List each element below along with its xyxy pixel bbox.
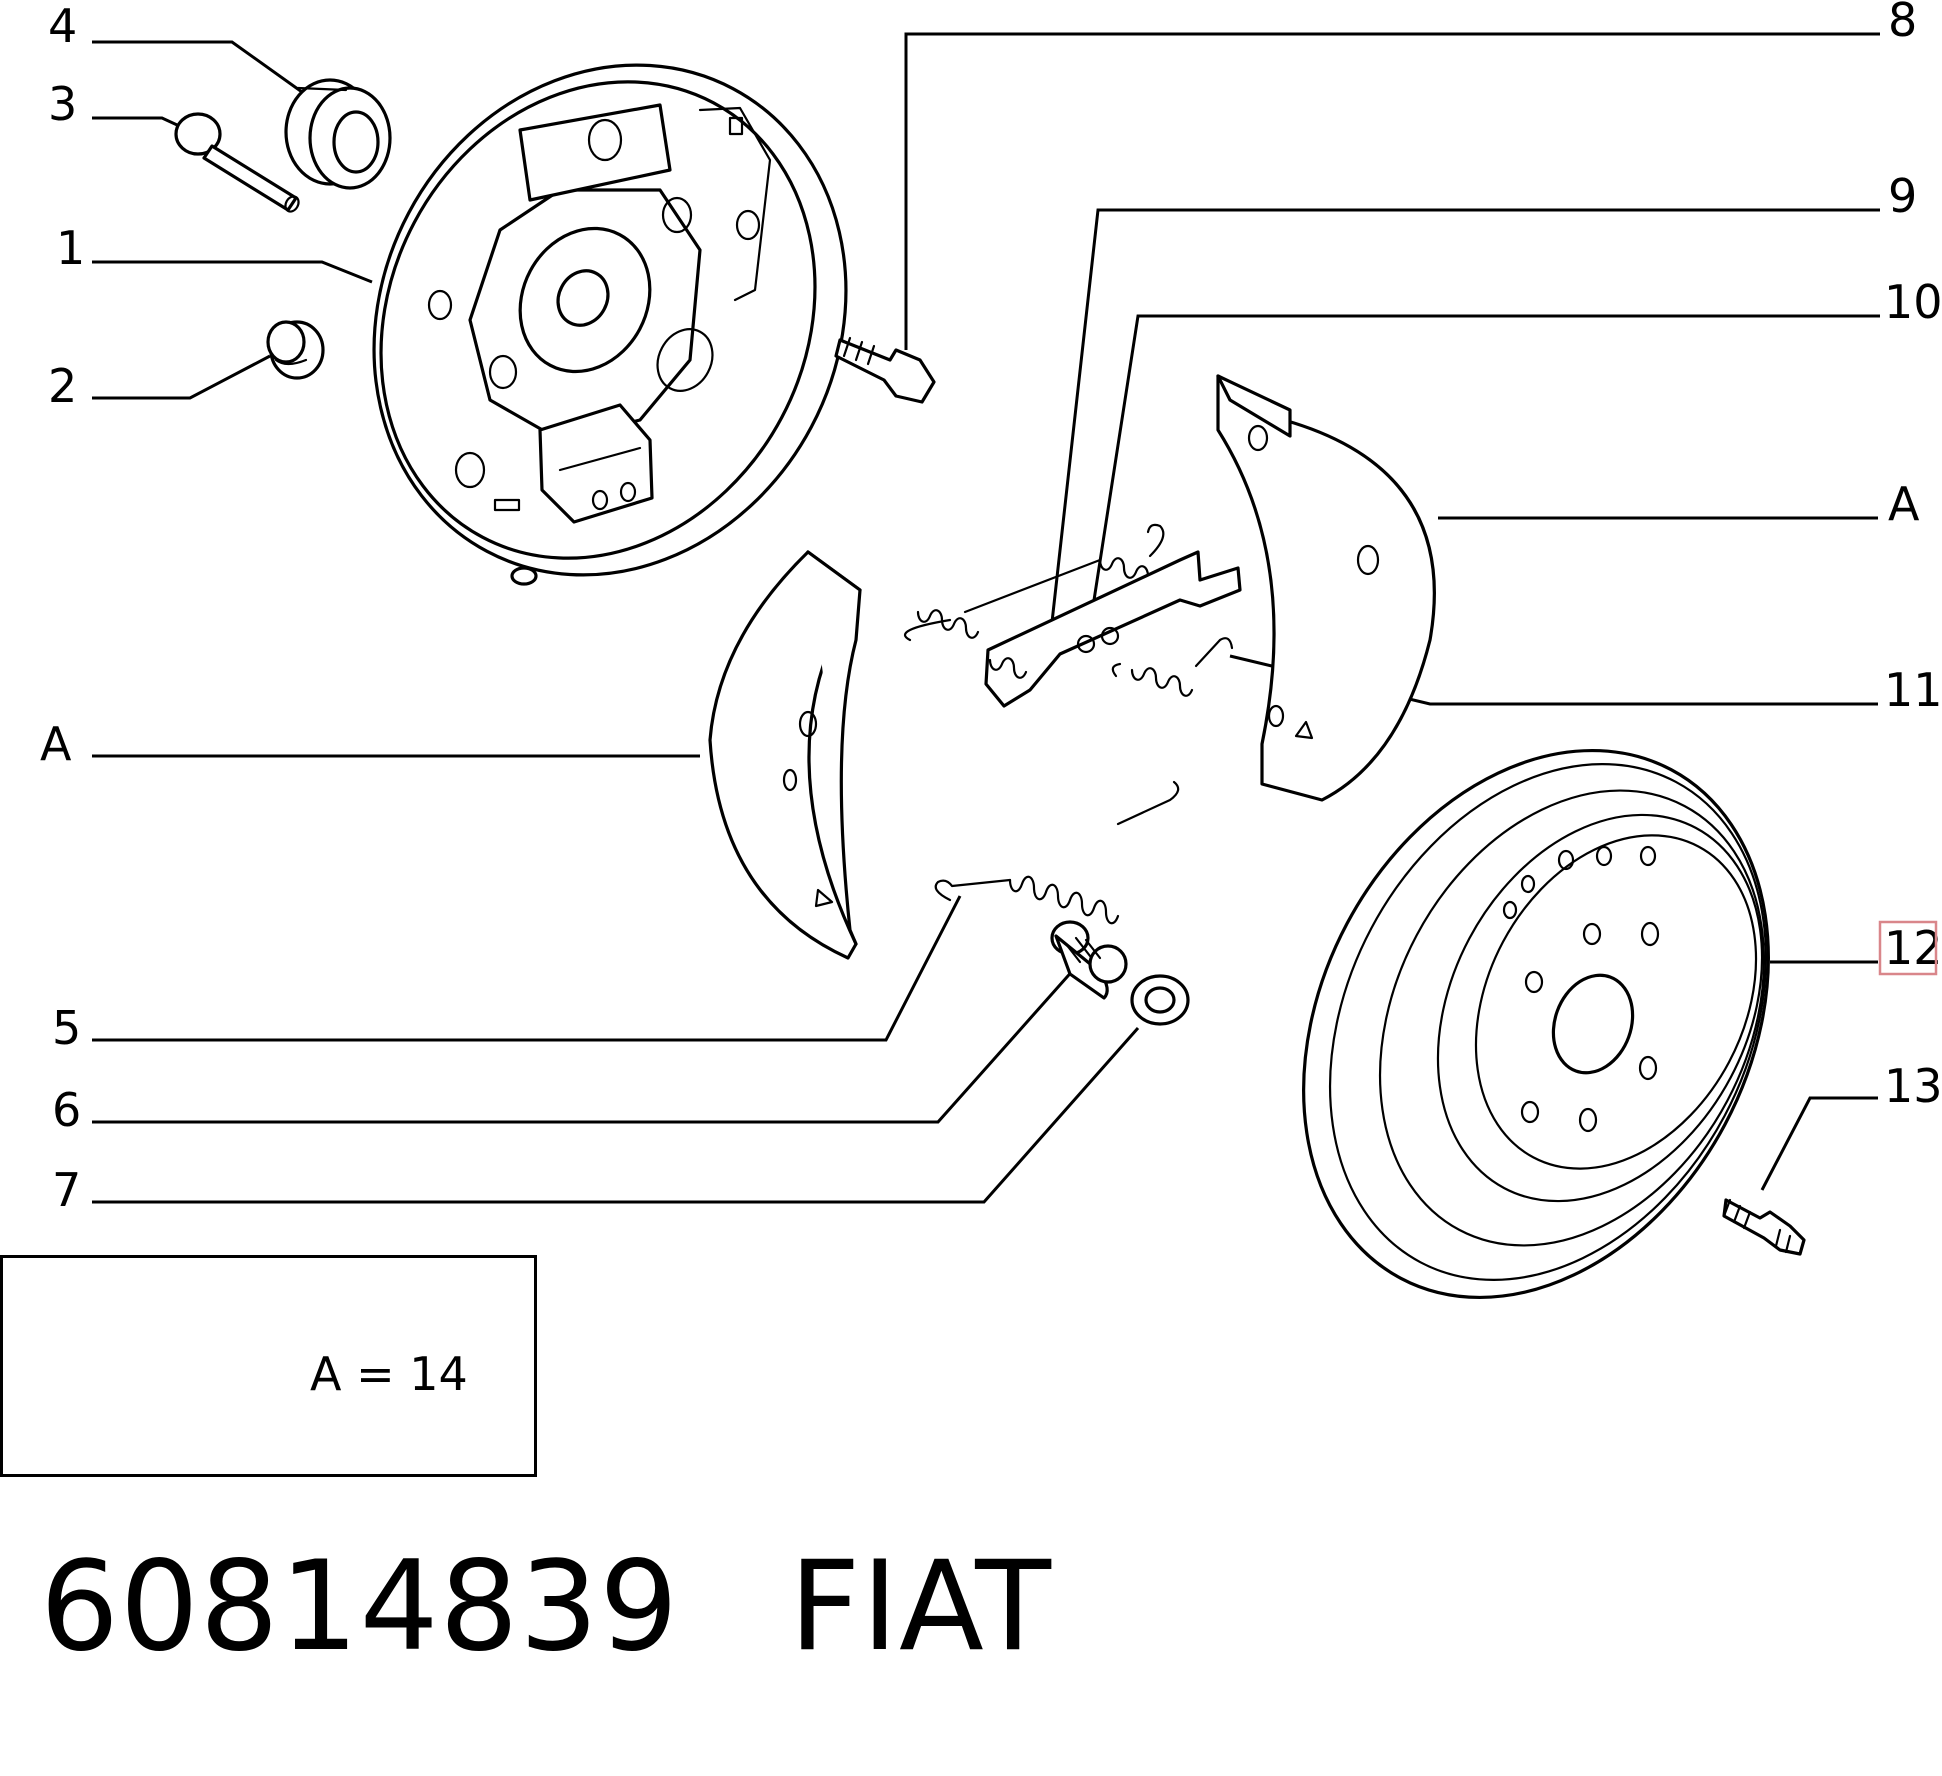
leader-2: [92, 354, 271, 400]
wheel-stud: [1722, 1198, 1806, 1256]
spring-11: [1111, 637, 1234, 697]
spring-9: [903, 523, 1165, 642]
leader-5: [92, 895, 962, 1042]
callout-9: 9: [1888, 169, 1917, 223]
leader-8: [904, 32, 1880, 350]
adjuster-lever-10: [984, 550, 1242, 708]
callout-A-left: A: [40, 717, 72, 771]
leader-10: [1088, 314, 1880, 627]
leader-13: [1760, 1096, 1878, 1191]
legend-box: [0, 1255, 537, 1477]
callout-13: 13: [1884, 1059, 1942, 1113]
right-shoe: [1216, 374, 1436, 802]
bleed-screw: [834, 336, 936, 404]
callout-7: 7: [52, 1163, 81, 1217]
hold-spring-6: [1050, 920, 1128, 1000]
leader-9: [1048, 208, 1880, 641]
callout-A-right: A: [1888, 477, 1920, 531]
leader-4: [92, 40, 303, 94]
brand-name: FIAT: [789, 1535, 1052, 1679]
backing-plate: [372, 63, 848, 586]
left-shoe: [708, 550, 862, 960]
cup: [284, 78, 392, 190]
callout-6: 6: [52, 1083, 81, 1137]
callout-12-highlight: [1878, 920, 1938, 976]
callout-1: 1: [56, 221, 85, 275]
callout-4: 4: [48, 0, 77, 53]
callout-2: 2: [48, 359, 77, 413]
leader-1: [92, 260, 373, 284]
part-number: 60814839: [40, 1535, 680, 1679]
callout-10: 10: [1884, 275, 1942, 329]
spring-5: [934, 780, 1180, 925]
cup-washer-7: [1130, 974, 1190, 1026]
callout-11: 11: [1884, 663, 1942, 717]
callout-12: 12: [1884, 921, 1942, 975]
brake-drum: [1302, 748, 1770, 1300]
callout-labels: 4 3 1 2 8 9 10 A A 11 12 13 5 6 7: [40, 0, 1942, 1217]
plug: [266, 320, 325, 380]
pin: [174, 112, 300, 213]
leader-6: [92, 967, 1077, 1124]
leader-lines: [92, 32, 1880, 1204]
leader-3: [92, 116, 189, 132]
leader-7: [92, 1027, 1140, 1204]
callout-8: 8: [1888, 0, 1917, 47]
callout-3: 3: [48, 77, 77, 131]
legend-quantity: A = 14: [310, 1347, 468, 1401]
callout-5: 5: [52, 1001, 81, 1055]
